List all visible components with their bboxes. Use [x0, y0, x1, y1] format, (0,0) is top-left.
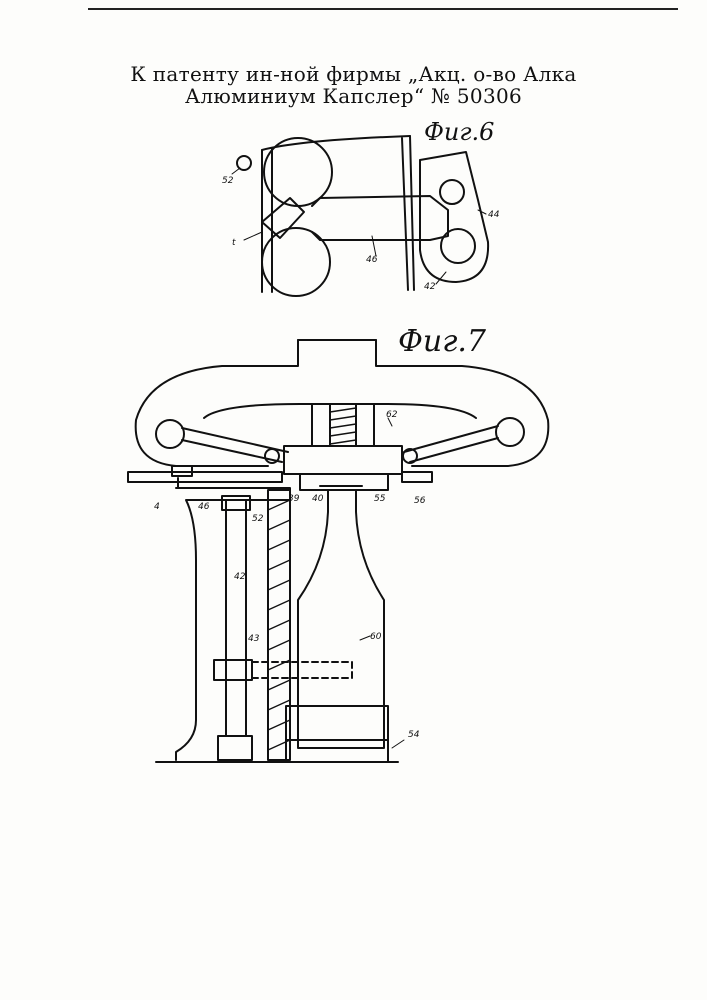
fig7-ref-54: 54	[408, 730, 419, 740]
fig6-ref-42: 42	[424, 282, 435, 292]
fig6-ref-52: 52	[222, 176, 233, 186]
fig7-ref-40: 40	[312, 494, 323, 504]
fig7-ref-62: 62	[386, 410, 397, 420]
fig6-ref-46: 46	[366, 255, 377, 265]
figure-6-label: Фиг.6	[424, 118, 494, 146]
fig7-ref-55: 55	[374, 494, 385, 504]
fig7-ref-52: 52	[252, 514, 263, 524]
fig7-ref-4: 4	[154, 502, 160, 512]
fig7-ref-42: 42	[234, 572, 245, 582]
fig7-ref-60: 60	[370, 632, 381, 642]
fig7-ref-46: 46	[198, 502, 209, 512]
figure-7-label: Фиг.7	[398, 324, 486, 359]
fig7-ref-56: 56	[414, 496, 425, 506]
fig7-ref-43: 43	[248, 634, 259, 644]
fig7-ref-39: 39	[288, 494, 299, 504]
fig6-ref-t: t	[232, 238, 236, 248]
fig6-ref-44: 44	[488, 210, 499, 220]
